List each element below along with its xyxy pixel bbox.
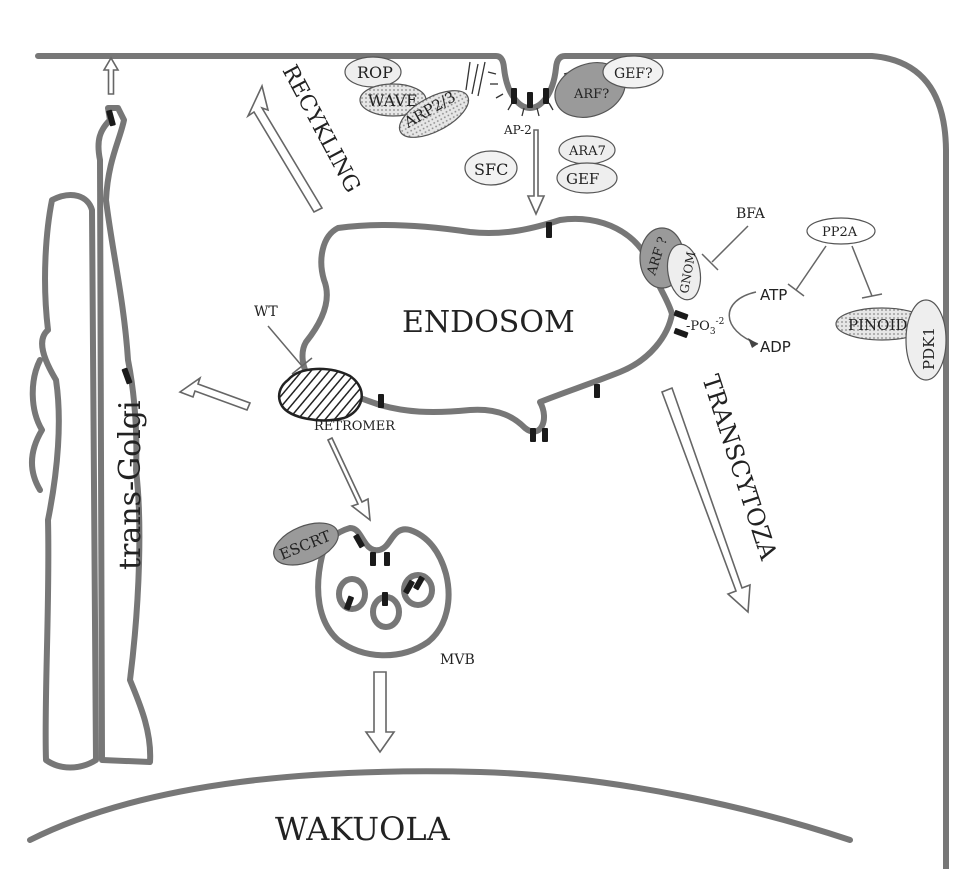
cargo-marker-endo-left bbox=[378, 394, 384, 408]
gef-label: GEF bbox=[566, 170, 599, 188]
retromer-complex bbox=[279, 369, 362, 420]
adp-label: ADP bbox=[760, 338, 791, 356]
endocytosis-arrow bbox=[528, 130, 544, 214]
cargo-marker-mvb-5 bbox=[382, 592, 388, 606]
cargo-marker-endo-bottom-1 bbox=[530, 428, 536, 442]
phosphate-label: -PO3-2 bbox=[686, 317, 724, 337]
bfa-inhibition-line bbox=[712, 226, 748, 262]
wt-label: WT bbox=[254, 304, 278, 320]
endosome-to-mvb-arrow bbox=[328, 438, 370, 520]
golgi-cisterna-1 bbox=[42, 195, 96, 767]
rop-label: ROP bbox=[357, 63, 393, 82]
golgi-cisterna-2 bbox=[32, 360, 42, 490]
mvb-vesicle-1 bbox=[339, 579, 365, 609]
cargo-marker-endo-bottom-2 bbox=[542, 428, 548, 442]
golgi-exit-arrow bbox=[104, 58, 118, 94]
cargo-marker-pit-2 bbox=[527, 92, 533, 108]
arf-q-label: ARF? bbox=[573, 87, 609, 102]
sfc-label: SFC bbox=[474, 160, 508, 179]
cargo-marker-endo-top bbox=[546, 222, 552, 238]
bfa-inhibition-bar bbox=[702, 254, 718, 270]
pp2a-to-pinoid-line bbox=[852, 246, 872, 296]
gef-q-label: GEF? bbox=[614, 66, 653, 82]
ara7-label: ARA7 bbox=[568, 144, 606, 159]
endosome-label: ENDOSOM bbox=[402, 305, 575, 340]
retromer-label: RETROMER bbox=[314, 419, 396, 434]
pdk1-label: PDK1 bbox=[920, 327, 938, 370]
cargo-marker-mvb-3 bbox=[384, 552, 390, 566]
wave-label: WAVE bbox=[368, 91, 418, 110]
pp2a-to-atp-bar bbox=[788, 284, 804, 296]
vacuole-label: WAKUOLA bbox=[275, 810, 451, 848]
cargo-marker-pit-3 bbox=[543, 88, 549, 104]
trans-golgi-label: trans-Golgi bbox=[113, 400, 148, 570]
cargo-marker-mvb-2 bbox=[370, 552, 376, 566]
ap2-label: AP-2 bbox=[503, 123, 532, 137]
pp2a-label: PP2A bbox=[822, 225, 858, 240]
cargo-marker-endo-bottom-right bbox=[594, 384, 600, 398]
pp2a-to-atp-line bbox=[796, 246, 826, 290]
pinoid-label: PINOID bbox=[848, 316, 907, 334]
transcytosis-label: TRANSCYTOZA bbox=[696, 371, 782, 564]
cargo-marker-pit-1 bbox=[511, 88, 517, 104]
atp-adp-arc bbox=[729, 292, 758, 344]
wt-inhibition-line bbox=[268, 326, 302, 366]
atp-label: ATP bbox=[760, 286, 787, 304]
retrograde-arrow bbox=[180, 378, 250, 410]
bfa-label: BFA bbox=[736, 206, 766, 222]
mvb-label: MVB bbox=[440, 652, 475, 668]
mvb-to-vacuole-arrow bbox=[366, 672, 394, 752]
